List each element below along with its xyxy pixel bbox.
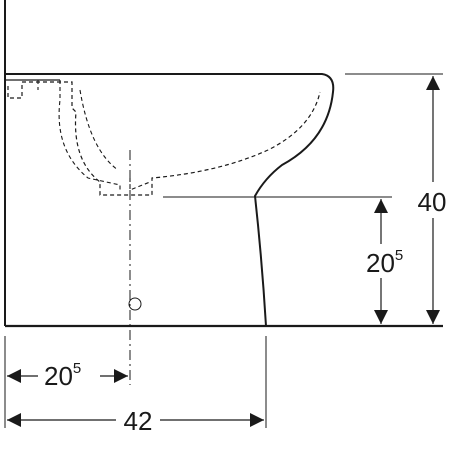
dim-label-outlet-height-sup: 5: [395, 247, 403, 264]
bowl-outline: [5, 73, 335, 327]
fixing-hole: [128, 297, 142, 311]
hidden-trap-inner: [37, 80, 151, 192]
dim-label-outlet-height-main: 20: [366, 248, 395, 278]
dim-label-outlet-offset: 205: [44, 360, 81, 391]
dim-label-outlet-offset-sup: 5: [73, 360, 81, 377]
dim-label-outlet-height: 205: [366, 247, 403, 278]
dim-label-outlet-offset-main: 20: [44, 361, 73, 391]
dim-label-total-height: 40: [418, 187, 447, 217]
dim-label-total-depth: 42: [124, 406, 153, 436]
hidden-trap-outline: [7, 81, 321, 196]
